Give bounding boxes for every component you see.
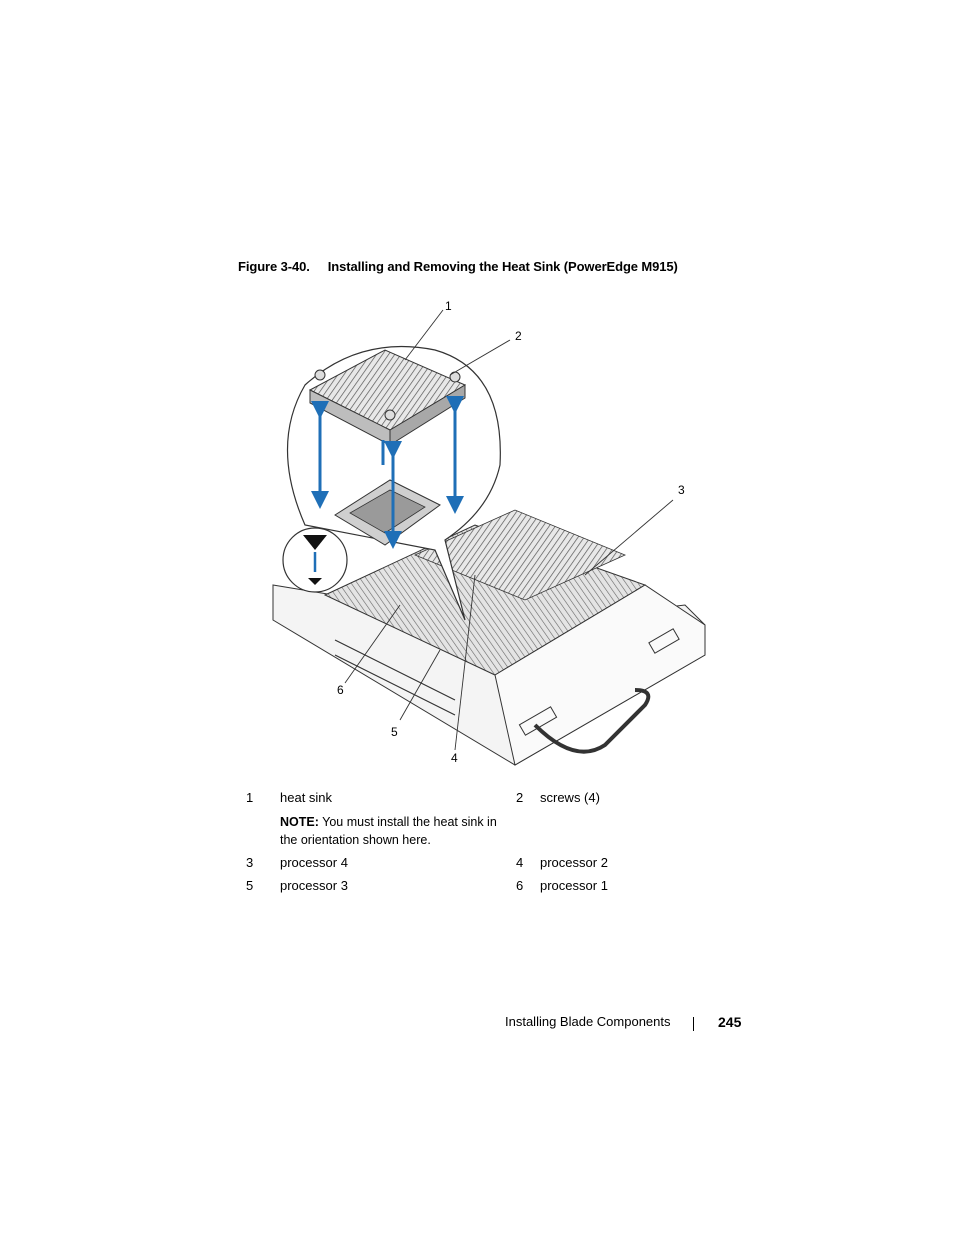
- legend-label: processor 2: [540, 855, 608, 870]
- legend-number: 1: [246, 790, 254, 805]
- install-arrows: [311, 396, 464, 549]
- orientation-marker: [282, 527, 348, 593]
- legend-number: 3: [246, 855, 254, 870]
- callout-leaders: [344, 309, 674, 751]
- callout-6: 6: [337, 683, 344, 697]
- legend-label: processor 4: [280, 855, 348, 870]
- legend-label: processor 3: [280, 878, 348, 893]
- callout-4: 4: [451, 751, 458, 765]
- legend-number: 2: [516, 790, 524, 805]
- figure-number: Figure 3-40.: [238, 259, 310, 274]
- heat-sink-drawing: [272, 309, 706, 766]
- note-label: NOTE:: [280, 815, 319, 829]
- note: NOTE: You must install the heat sink in …: [280, 813, 516, 849]
- legend-row: 5 processor 3 6 processor 1: [240, 872, 720, 895]
- callout-2: 2: [515, 329, 522, 343]
- figure-title: Installing and Removing the Heat Sink (P…: [327, 259, 678, 274]
- footer-separator: [693, 1017, 694, 1031]
- heat-sink-illustration: 1 2 3 4 5 6: [265, 295, 715, 770]
- figure-caption: Figure 3-40. Installing and Removing the …: [238, 259, 678, 274]
- legend-row: 1 heat sink NOTE: You must install the h…: [240, 789, 720, 849]
- legend-row: 3 processor 4 4 processor 2: [240, 849, 720, 872]
- legend-label: heat sink: [280, 790, 333, 805]
- legend-number: 6: [516, 878, 524, 893]
- figure-legend: 1 heat sink NOTE: You must install the h…: [240, 789, 720, 895]
- callout-1: 1: [445, 299, 452, 313]
- page-footer: Installing Blade Components 245: [505, 1014, 745, 1031]
- callout-3: 3: [678, 483, 685, 497]
- note-text: You must install the heat sink in the or…: [280, 815, 497, 847]
- legend-label: screws (4): [540, 790, 600, 805]
- legend-number: 4: [516, 855, 524, 870]
- page-number: 245: [718, 1014, 742, 1030]
- footer-section: Installing Blade Components: [505, 1014, 671, 1029]
- legend-number: 5: [246, 878, 254, 893]
- callout-5: 5: [391, 725, 398, 739]
- legend-label: processor 1: [540, 878, 608, 893]
